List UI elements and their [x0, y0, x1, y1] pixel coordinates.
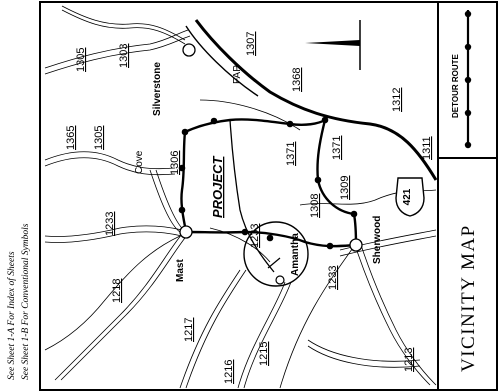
route-1233-north-label: 1233 — [249, 224, 261, 248]
route-1312-label: 1312 — [391, 88, 403, 112]
us-route-shield-number: 421 — [402, 188, 413, 205]
town-amantha-label: Amantha — [290, 233, 301, 276]
us-421-highway — [194, 19, 438, 181]
map-frame — [39, 1, 498, 391]
route-1303-label: 1303 — [118, 44, 130, 68]
route-1371-label: 1371 — [285, 142, 297, 166]
detour-route-north — [184, 118, 326, 134]
legend-detour-route-label: DETOUR ROUTE — [451, 53, 460, 118]
town-silverstone-label: Silverstone — [152, 62, 163, 116]
town-markers — [179, 43, 363, 252]
route-1216-label: 1216 — [223, 360, 235, 384]
sheet-index-note: See Sheet 1-A For Index of Sheets — [6, 251, 17, 380]
legend-detour-dots — [464, 10, 472, 149]
conventional-symbols-note: See Sheet 1-B For Conventional Symbols — [21, 223, 31, 380]
detour-route-east — [316, 119, 358, 246]
detour-route-west — [180, 131, 188, 233]
detour-route-dots — [178, 116, 358, 250]
route-1307-label: 1307 — [245, 32, 257, 56]
vicinity-map-title: VICINITY MAP — [458, 224, 479, 372]
route-1213-label: 1213 — [403, 348, 415, 372]
north-arrow-icon — [305, 40, 360, 46]
route-1233-south-label: 1233 — [327, 266, 339, 290]
route-1233-west-label: 1233 — [104, 212, 116, 236]
route-1365-label: 1365 — [65, 126, 77, 150]
highway-ramp — [185, 25, 259, 97]
route-1218-label: 1218 — [111, 279, 123, 303]
route-1306-label: 1306 — [169, 151, 181, 175]
route-1308-label: 1308 — [309, 194, 321, 218]
route-1217-label: 1217 — [183, 318, 195, 342]
fap-label: FAP — [232, 65, 243, 84]
route-1309-label: 1309 — [339, 176, 351, 200]
route-1368-label: 1368 — [291, 68, 303, 92]
project-road — [229, 119, 275, 273]
creek-label: Cove — [134, 150, 145, 174]
route-1311-label: 1311 — [421, 136, 433, 160]
route-labels: 1305 1303 1307 1368 1312 1311 1365 1305 … — [65, 32, 433, 384]
project-site-tick — [267, 257, 281, 269]
project-area-circle — [243, 221, 309, 287]
town-mast-label: Mast — [175, 259, 186, 282]
route-1305-south-label: 1305 — [93, 126, 105, 150]
town-sherwood-label: Sherwood — [372, 216, 383, 264]
route-1371-east-label: 1371 — [331, 136, 343, 160]
us-route-shield-icon — [395, 177, 425, 217]
project-site-marker — [275, 275, 285, 285]
route-1305-label: 1305 — [75, 48, 87, 72]
secondary-roads — [44, 5, 437, 389]
project-label: PROJECT — [210, 156, 225, 218]
route-1215-label: 1215 — [258, 342, 270, 366]
